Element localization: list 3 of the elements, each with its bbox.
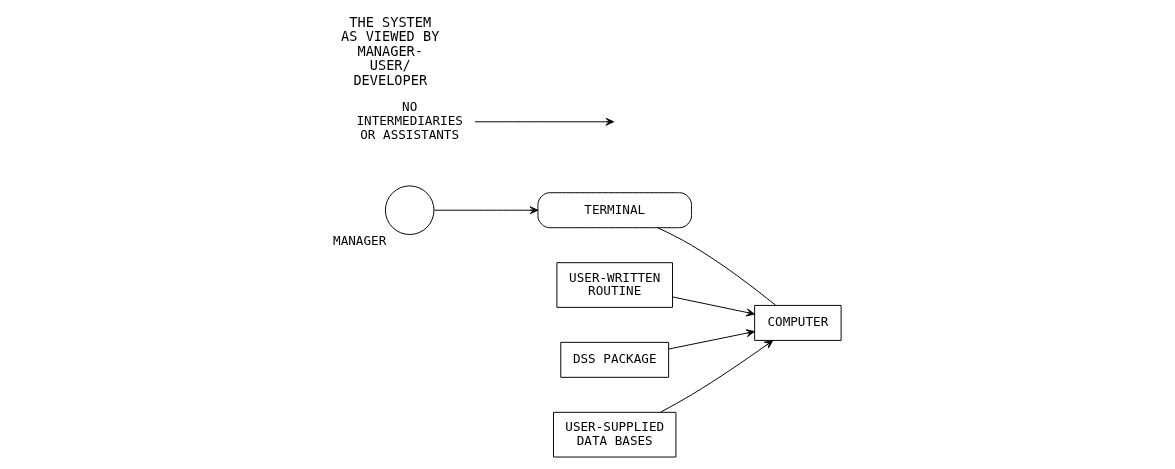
node-label: MANAGER xyxy=(333,232,387,248)
diagram-title: THE SYSTEM AS VIEWED BY MANAGER- USER/ DEVELOPER xyxy=(341,13,440,89)
node-text: NO INTERMEDIARIES OR ASSISTANTS xyxy=(356,99,463,142)
